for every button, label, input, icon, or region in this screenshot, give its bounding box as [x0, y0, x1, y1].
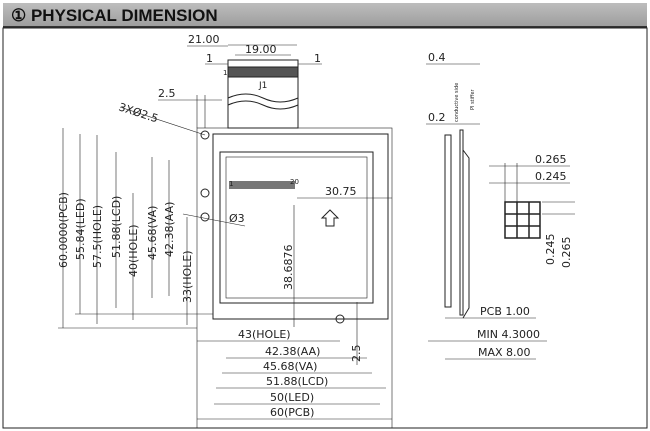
horizontal-dimensions: 43(HOLE) 42.38(AA) 45.68(VA) 51.88(LCD) … — [197, 328, 392, 420]
pin-first: 1 — [229, 180, 233, 188]
side-stiffener — [462, 149, 470, 319]
side-min: MIN 4.3000 — [477, 328, 540, 341]
side-pi: PI stiffer — [470, 88, 476, 110]
hdim-1: 42.38(AA) — [265, 345, 320, 358]
vdim-7: 33(HOLE) — [181, 250, 194, 303]
fpc-connector: 21.00 19.00 1 1 1 J1 — [187, 33, 322, 129]
hole-dia: Ø3 — [229, 212, 245, 225]
va-outline — [225, 156, 368, 299]
pixel-w2: 0.245 — [535, 170, 567, 183]
lcd-outline — [219, 151, 374, 304]
side-view: 0.4 0.2 conductive side PI stiffer PCB 1… — [426, 51, 547, 360]
vdim-1: 55.84(LED) — [74, 198, 87, 260]
pixel-grid — [504, 201, 541, 239]
hole-icon — [200, 188, 210, 198]
side-conductive: conductive side — [454, 83, 460, 122]
module-front: 2.5 3XØ2.5 Ø3 1 20 30.75 38.6876 2.5 — [117, 87, 393, 429]
dim-pin-x: 30.75 — [325, 185, 357, 198]
panel-pins — [229, 181, 295, 189]
dim-1-right: 1 — [314, 52, 321, 65]
dim-19: 19.00 — [245, 43, 277, 56]
side-mid: 0.2 — [428, 111, 446, 124]
hdim-0: 43(HOLE) — [238, 328, 291, 341]
dim-21: 21.00 — [188, 33, 220, 46]
side-top: 0.4 — [428, 51, 446, 64]
pin1-label: 1 — [223, 69, 227, 77]
dim-bottom-hole: 2.5 — [350, 345, 363, 363]
vdim-5: 45.68(VA) — [146, 206, 159, 260]
hdim-5: 60(PCB) — [270, 406, 314, 419]
pixel-h2: 0.265 — [560, 237, 573, 269]
vdim-6: 42.38(AA) — [163, 202, 176, 257]
side-lcd — [444, 134, 452, 308]
connector-name: J1 — [258, 81, 267, 91]
pin-last: 20 — [290, 178, 299, 186]
hole-spec: 3XØ2.5 — [117, 100, 160, 125]
section-title: ① PHYSICAL DIMENSION — [11, 6, 218, 25]
vdim-3: 51.88(LCD) — [110, 196, 123, 258]
vdim-2: 57.5(HOLE) — [91, 205, 104, 268]
section-header: ① PHYSICAL DIMENSION — [3, 3, 647, 28]
hole-icon — [200, 212, 210, 222]
led-outline — [212, 133, 389, 320]
side-pcb-shape — [459, 129, 464, 316]
pixel-w1: 0.265 — [535, 153, 567, 166]
hdim-4: 50(LED) — [270, 391, 314, 404]
dim-hole-offset: 2.5 — [158, 87, 176, 100]
hdim-2: 45.68(VA) — [263, 360, 317, 373]
dim-pin-y: 38.6876 — [282, 245, 295, 291]
vdim-0: 60.0000(PCB) — [57, 192, 70, 268]
hdim-3: 51.88(LCD) — [266, 375, 328, 388]
side-pcb: PCB 1.00 — [480, 305, 530, 318]
vdim-4: 40(HOLE) — [127, 224, 140, 277]
up-arrow-icon — [320, 209, 340, 227]
leader-line — [182, 213, 246, 227]
dim-1-left: 1 — [206, 52, 213, 65]
hole-icon — [335, 314, 345, 324]
pixel-detail: 0.265 0.245 0.245 0.265 — [489, 153, 575, 268]
side-max: MAX 8.00 — [478, 346, 531, 359]
pixel-h1: 0.245 — [544, 234, 557, 266]
break-line — [227, 93, 299, 110]
leader-line — [119, 106, 206, 136]
vertical-dimensions: 60.0000(PCB) 55.84(LED) 57.5(HOLE) 51.88… — [57, 128, 213, 329]
pcb-outline — [196, 127, 393, 429]
fpc-pins — [227, 66, 299, 78]
hole-icon — [200, 130, 210, 140]
